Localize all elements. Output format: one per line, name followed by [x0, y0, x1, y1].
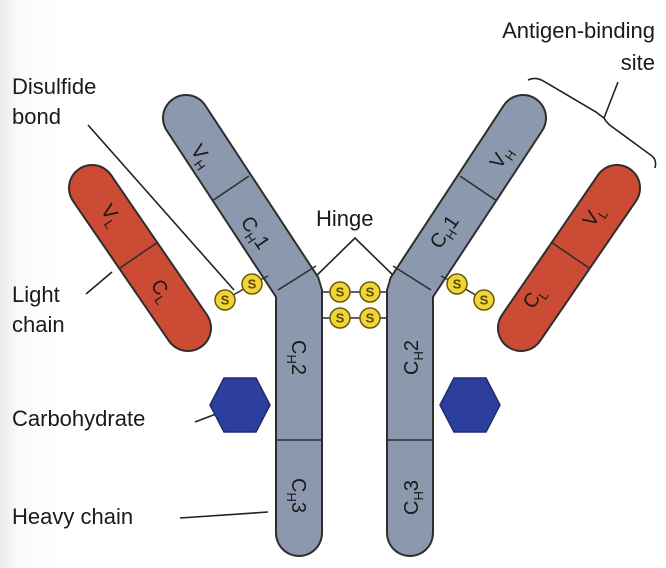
- hinge-label: Hinge: [316, 206, 373, 231]
- left-ch3-label: CH3: [284, 478, 309, 513]
- disulfide-label-line2: bond: [12, 104, 61, 129]
- sulfur-label: S: [248, 277, 257, 292]
- sulfur-atom: [214, 289, 236, 311]
- sulfur-atom: [446, 273, 468, 295]
- left-carbohydrate-hexagon: [209, 377, 271, 433]
- left-heavy-chain: [162, 94, 323, 557]
- light-chain-label-line2: chain: [12, 312, 65, 337]
- sulfur-label: S: [366, 285, 375, 300]
- right-heavy-chain: [386, 94, 547, 557]
- left-light-chain: [68, 164, 212, 352]
- sulfur-label: S: [480, 293, 489, 308]
- right-ch3-label: CH3: [401, 480, 426, 515]
- hinge-bracket: [309, 236, 401, 283]
- sulfur-atom: [329, 281, 351, 303]
- carbohydrate-leader: [194, 413, 217, 423]
- disulfide-label-line1: Disulfide: [12, 74, 96, 99]
- antigen-binding-label-line2: site: [621, 50, 655, 75]
- heavy-chain-label: Heavy chain: [12, 504, 133, 529]
- disulfide-leader: [87, 124, 235, 291]
- heavy-chain-leader: [179, 511, 269, 519]
- antigen-binding-label-line1: Antigen-binding: [502, 18, 655, 43]
- sulfur-atom: [329, 307, 351, 329]
- sulfur-atom: [473, 289, 495, 311]
- sulfur-label: S: [336, 285, 345, 300]
- sulfur-atom: [359, 281, 381, 303]
- sulfur-atom: [241, 273, 263, 295]
- right-ch2-label: CH2: [401, 340, 426, 375]
- sulfur-atom: [359, 307, 381, 329]
- sulfur-label: S: [453, 277, 462, 292]
- carbohydrate-label: Carbohydrate: [12, 406, 145, 431]
- right-light-chain: [497, 164, 641, 352]
- left-ch2-label: CH2: [284, 340, 309, 375]
- sulfur-label: S: [221, 293, 230, 308]
- sulfur-label: S: [336, 311, 345, 326]
- light-chain-leader: [85, 271, 113, 295]
- right-carbohydrate-hexagon: [439, 377, 501, 433]
- sulfur-label: S: [366, 311, 375, 326]
- antigen-site-bracket: [527, 77, 657, 169]
- light-chain-label-line1: Light: [12, 282, 60, 307]
